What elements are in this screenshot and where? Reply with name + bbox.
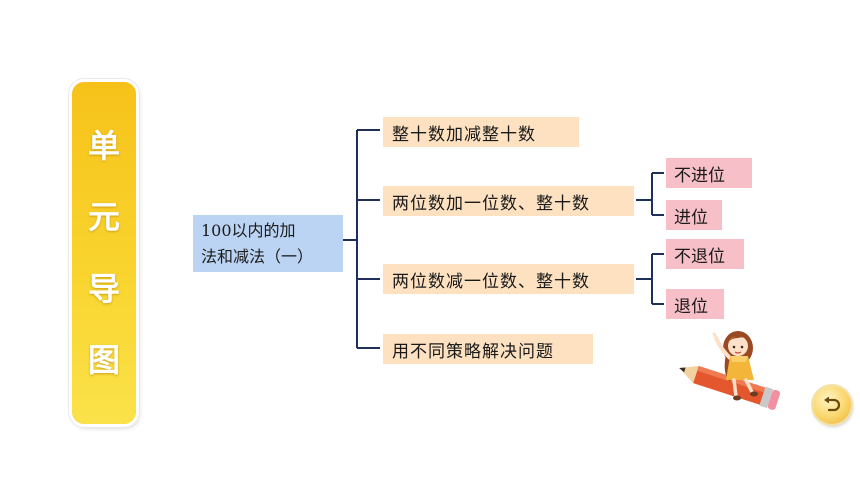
branch-node-2: 两位数加一位数、整十数 bbox=[383, 186, 634, 216]
branch-node-3: 两位数减一位数、整十数 bbox=[383, 264, 634, 294]
girl-riding-pencil-illustration bbox=[679, 331, 781, 410]
branch-node-4: 用不同策略解决问题 bbox=[383, 334, 593, 364]
unit-title-banner: 单 元 导 图 bbox=[72, 82, 136, 424]
back-button[interactable] bbox=[813, 386, 851, 424]
leaf-node-2: 进位 bbox=[666, 200, 722, 230]
banner-char-4: 图 bbox=[87, 341, 120, 380]
root-line-2: 法和减法（一） bbox=[201, 246, 314, 266]
return-arrow-icon bbox=[824, 396, 841, 412]
leaf-node-1: 不进位 bbox=[666, 158, 752, 188]
mindmap-root: 100以内的加 法和减法（一） bbox=[193, 215, 343, 272]
root-line-1: 100以内的加 bbox=[201, 220, 296, 240]
banner-char-1: 单 bbox=[87, 126, 120, 165]
branch-node-1: 整十数加减整十数 bbox=[383, 117, 579, 147]
banner-char-3: 导 bbox=[87, 269, 120, 308]
leaf-node-3: 不退位 bbox=[666, 239, 744, 269]
banner-char-2: 元 bbox=[87, 198, 120, 237]
leaf-node-4: 退位 bbox=[666, 289, 724, 319]
